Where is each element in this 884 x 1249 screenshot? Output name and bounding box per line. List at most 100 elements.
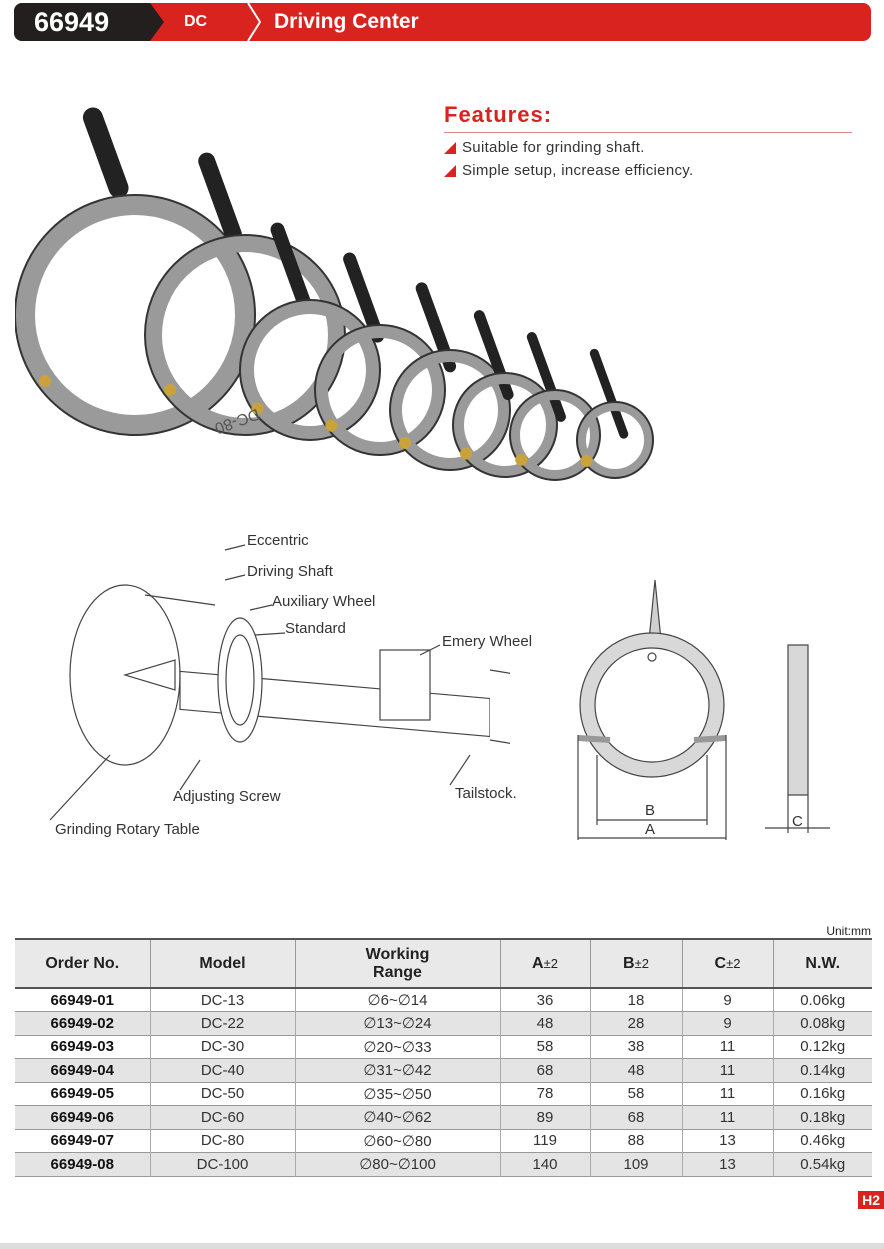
table-cell: 18 [589, 988, 682, 1012]
table-cell: 66949-02 [15, 1011, 150, 1035]
dimension-drawing [577, 579, 830, 840]
ring-edge [509, 389, 601, 481]
col-nw: N.W. [772, 939, 872, 988]
tolerance: ±2 [726, 955, 741, 971]
a-label: A [532, 954, 544, 972]
ring-edge [239, 299, 381, 441]
table-cell: 13 [681, 1152, 773, 1176]
label-auxiliary-wheel: Auxiliary Wheel [272, 593, 376, 610]
table-cell: 0.18kg [772, 1105, 872, 1129]
table-cell: 0.12kg [772, 1035, 872, 1059]
brass-screw [325, 419, 338, 432]
col-b: B±2 [589, 939, 682, 988]
table-cell: 11 [681, 1035, 773, 1059]
label-emery-wheel: Emery Wheel [442, 633, 533, 650]
ring-edge [314, 324, 446, 456]
table-cell: 119 [499, 1129, 590, 1153]
table-cell: 109 [589, 1152, 682, 1176]
dim-c: C [792, 813, 803, 830]
dim-b: B [645, 802, 656, 819]
table-cell: 11 [681, 1082, 773, 1106]
tolerance: ±2 [634, 955, 649, 971]
unit-label: Unit:mm [826, 924, 871, 938]
product-title: Driving Center [274, 10, 419, 33]
handle [198, 152, 242, 243]
label-adjusting-screw: Adjusting Screw [173, 788, 281, 805]
table-cell: 66949-01 [50, 991, 114, 1009]
driving-center-ring [453, 373, 557, 477]
table-cell: 38 [589, 1035, 682, 1059]
table-cell: ∅40~∅62 [294, 1105, 500, 1129]
table-cell: 11 [681, 1105, 773, 1129]
table-cell: 0.16kg [772, 1082, 872, 1106]
table-cell: DC-13 [149, 988, 295, 1012]
table-cell: 66949-07 [50, 1132, 114, 1150]
bullet-icon [444, 164, 456, 177]
driving-center-ring [240, 300, 380, 440]
driving-center-ring [577, 402, 653, 478]
page-number: H2 [858, 1191, 884, 1209]
range-line2: Range [373, 963, 422, 981]
table-cell: 58 [589, 1082, 682, 1106]
table-cell: ∅35~∅50 [294, 1082, 500, 1106]
label-eccentric: Eccentric [247, 532, 309, 549]
col-a: A±2 [499, 939, 590, 988]
chevron-separator-icon [247, 3, 262, 41]
table-cell: 78 [499, 1082, 590, 1106]
table-cell: 66949-05 [50, 1085, 114, 1103]
table-cell: 66949-03 [50, 1038, 114, 1056]
label-tailstock: Tailstock. [455, 785, 517, 802]
features-title: Features: [444, 102, 852, 133]
col-c: C±2 [681, 939, 773, 988]
range-line1: Working [365, 945, 430, 963]
ring-edge [452, 372, 558, 478]
handle [82, 107, 129, 198]
brass-screw [580, 454, 593, 467]
handle [270, 222, 313, 313]
label-standard: Standard [285, 620, 346, 637]
handle [343, 252, 385, 343]
table-cell: 36 [499, 988, 590, 1012]
col-order: Order No. [15, 939, 150, 988]
table-cell: 48 [499, 1011, 590, 1035]
table-cell: DC-22 [149, 1011, 295, 1035]
driving-center-ring [315, 325, 445, 455]
table-cell: 0.46kg [772, 1129, 872, 1153]
table-cell: DC-40 [149, 1058, 295, 1082]
table-cell: 0.14kg [772, 1058, 872, 1082]
table-cell: 89 [499, 1105, 590, 1129]
table-cell: 9 [681, 1011, 773, 1035]
table-cell: DC-100 [149, 1152, 295, 1176]
feature-item: Suitable for grinding shaft. [444, 139, 852, 156]
table-cell: 68 [589, 1105, 682, 1129]
table-cell: ∅60~∅80 [294, 1129, 500, 1153]
table-cell: DC-50 [149, 1082, 295, 1106]
table-cell: 66949-08 [15, 1152, 150, 1176]
brass-screw [515, 453, 528, 466]
feature-text: Simple setup, increase efficiency. [462, 162, 694, 179]
col-model: Model [149, 939, 295, 988]
table-cell: DC-30 [149, 1035, 295, 1059]
table-cell: ∅13~∅24 [294, 1011, 500, 1035]
series-code: DC [184, 13, 208, 30]
setup-diagram [50, 544, 510, 821]
footer-bar [0, 1243, 884, 1249]
table-cell: ∅31~∅42 [294, 1058, 500, 1082]
table-cell: 13 [681, 1129, 773, 1153]
table-cell: 88 [589, 1129, 682, 1153]
table-cell: 9 [681, 988, 773, 1012]
product-photo: DC-80 [15, 107, 654, 481]
ring-edge [389, 349, 511, 471]
brass-screw [251, 402, 264, 415]
table-cell: 0.08kg [772, 1011, 872, 1035]
table-cell: 48 [589, 1058, 682, 1082]
table-cell: ∅6~∅14 [294, 988, 500, 1012]
